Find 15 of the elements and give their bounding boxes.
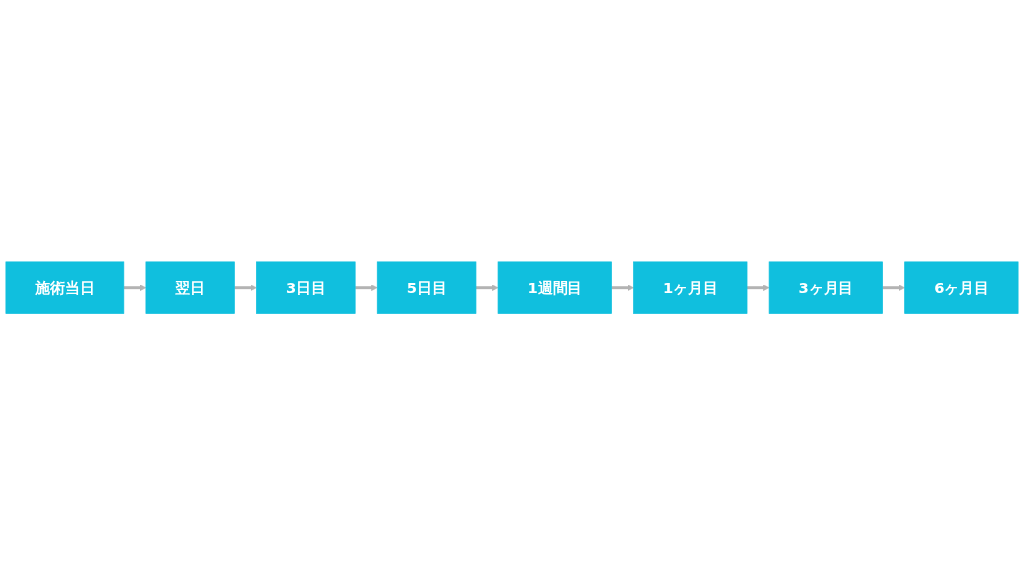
arrow xyxy=(234,284,257,292)
node-box: 施術当日 xyxy=(5,261,125,315)
arrow xyxy=(355,284,378,292)
arrow xyxy=(882,284,905,292)
node-box: 1ヶ月目 xyxy=(633,261,748,315)
node-box: 翌日 xyxy=(145,261,235,315)
node-box: 3ヶ月目 xyxy=(768,261,883,315)
node-box: 5日目 xyxy=(376,261,477,315)
arrow xyxy=(611,284,634,292)
node-box: 6ヶ月目 xyxy=(904,261,1019,315)
node-box: 3日目 xyxy=(256,261,356,315)
arrow xyxy=(475,284,499,292)
arrow xyxy=(747,284,770,292)
node-box: 1週間目 xyxy=(497,261,612,315)
arrow xyxy=(123,284,147,292)
